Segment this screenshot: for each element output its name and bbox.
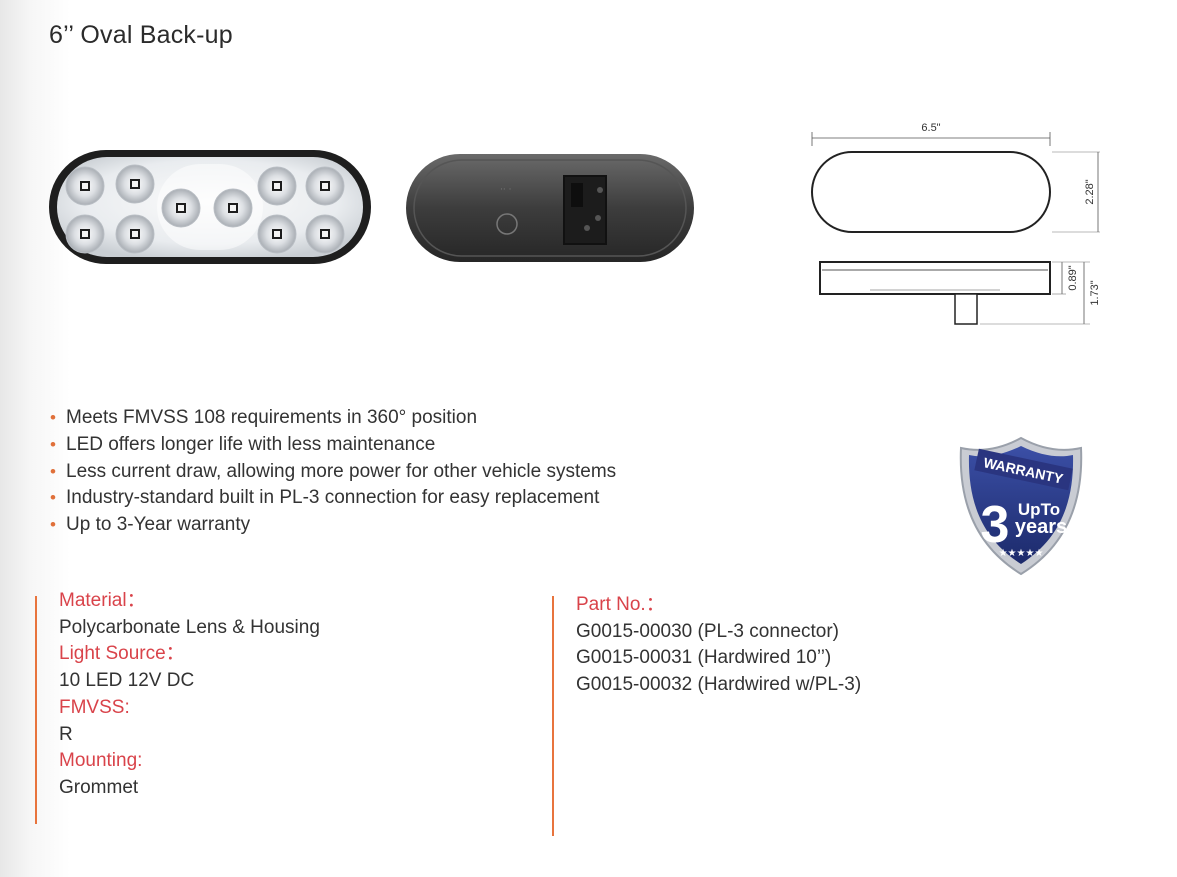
feature-item: •Up to 3-Year warranty (50, 512, 616, 539)
spec-section: Material： Polycarbonate Lens & Housing L… (59, 588, 320, 802)
led-emitter (230, 205, 236, 211)
height-dimension-label: 2.28" (1084, 179, 1096, 204)
badge-number: 3 (981, 496, 1010, 554)
part-number-row: G0015-00031 (Hardwired 10’’) (576, 647, 832, 669)
feature-item: •Industry-standard built in PL-3 connect… (50, 485, 616, 512)
feature-list: •Meets FMVSS 108 requirements in 360° po… (50, 405, 616, 539)
lamp-back-image: ·· · (404, 150, 696, 266)
width-dimension-label: 6.5" (921, 122, 940, 134)
bullet-icon: • (50, 488, 56, 508)
mounting-label: Mounting: (59, 750, 143, 772)
bullet-icon: • (50, 515, 56, 535)
part-number-row: G0015-00030 (PL-3 connector) (576, 620, 840, 642)
fmvss-label: FMVSS: (59, 696, 130, 718)
page-title: 6’’ Oval Back-up (49, 21, 233, 49)
spec-divider-middle (552, 596, 554, 836)
bullet-icon: • (50, 434, 56, 454)
part-number-label: Part No.： (576, 594, 665, 615)
badge-upto: UpTo (1018, 500, 1060, 519)
part-number-row: G0015-00032 (Hardwired w/PL-3) (576, 674, 862, 696)
depth-dimension-label: 0.89" (1067, 265, 1079, 290)
feature-item: •Meets FMVSS 108 requirements in 360° po… (50, 405, 616, 432)
bullet-icon: • (50, 461, 56, 481)
material-label: Material： (59, 590, 146, 611)
spec-divider-left (35, 596, 37, 824)
badge-years: years (1015, 516, 1067, 538)
mounting-value: Grommet (59, 776, 139, 798)
led-emitter (274, 183, 280, 189)
svg-text:·· ·: ·· · (500, 185, 511, 195)
led-emitter (322, 231, 328, 237)
led-emitter (178, 205, 184, 211)
led-emitter (322, 183, 328, 189)
bullet-icon: • (50, 408, 56, 427)
material-value: Polycarbonate Lens & Housing (59, 616, 320, 638)
light-source-label: Light Source： (59, 643, 185, 665)
led-emitter (274, 231, 280, 237)
warranty-badge: WARRANTY 3 UpTo years ★★★★★ (955, 432, 1087, 583)
light-source-value: 10 LED 12V DC (59, 670, 195, 692)
fmvss-value: R (59, 723, 73, 745)
badge-stars-icon: ★★★★★ (999, 548, 1044, 559)
led-emitter (132, 231, 138, 237)
feature-item: •LED offers longer life with less mainte… (50, 432, 616, 459)
part-number-section: Part No.： G0015-00030 (PL-3 connector) G… (576, 592, 861, 699)
lamp-front-image (47, 146, 373, 266)
led-emitter (82, 231, 88, 237)
total-depth-dimension-label: 1.73" (1089, 280, 1101, 305)
feature-item: •Less current draw, allowing more power … (50, 459, 616, 486)
led-emitter (82, 183, 88, 189)
led-emitter (132, 181, 138, 187)
dimension-drawing: 6.5" 2.28" 0.89" 1.73" (800, 112, 1120, 339)
